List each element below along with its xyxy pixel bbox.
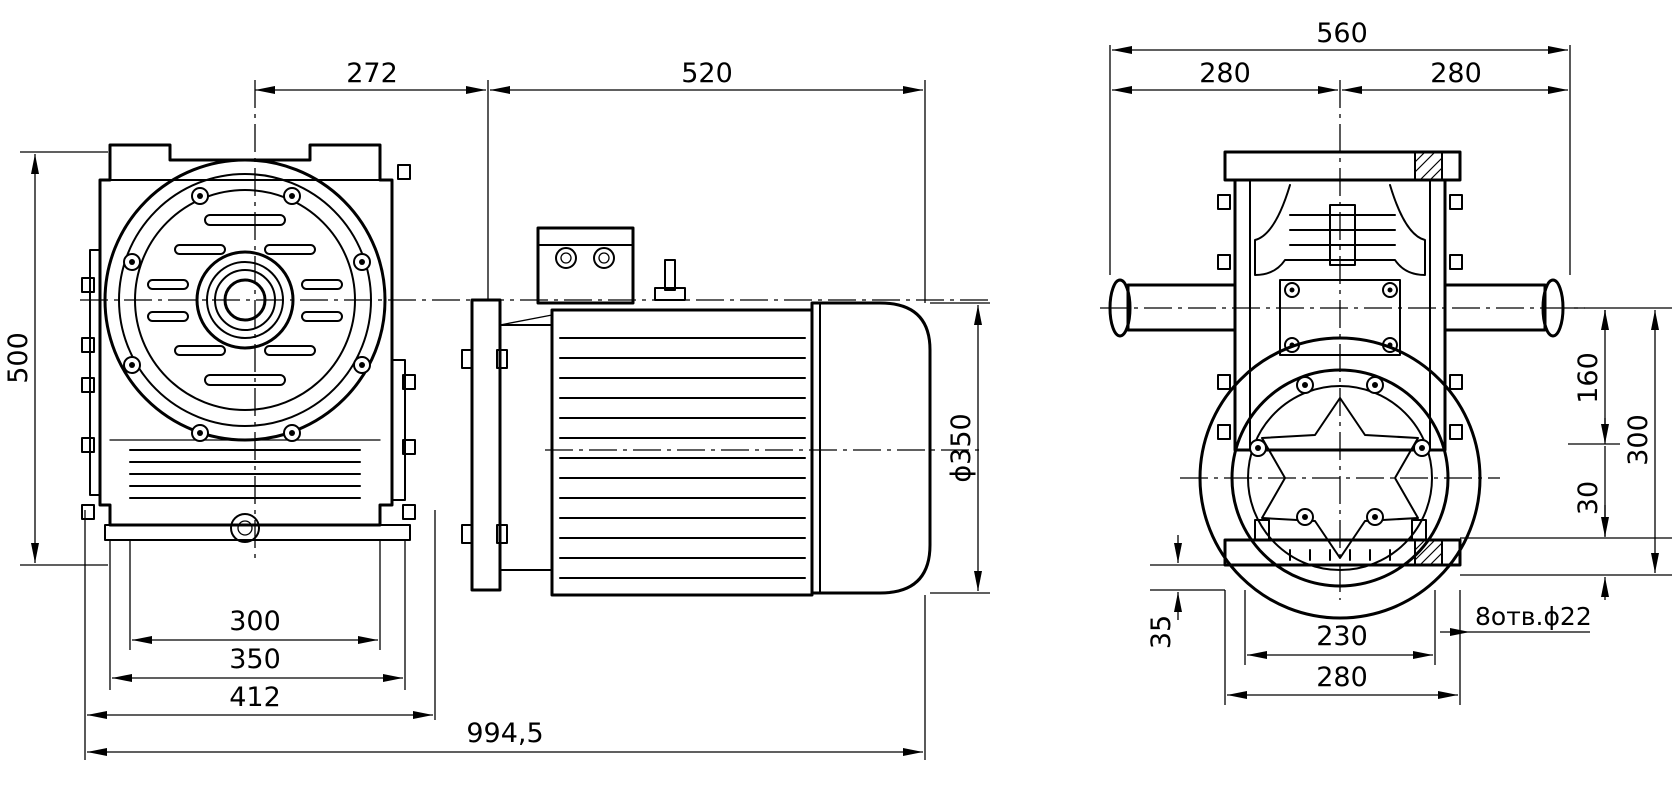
front-view: 272 520 500 ϕ350 300 350 412 994,5 [3,58,990,760]
dim-994-5-label: 994,5 [466,718,543,749]
dim-300-label: 300 [229,606,281,637]
terminal-box [536,226,686,305]
dim-350-diameter-label: ϕ350 [946,413,977,482]
cooling-fins [559,337,806,579]
dim-30-label: 30 [1573,481,1604,515]
motor-body [550,308,814,597]
holes-note-label: 8отв.ϕ22 [1475,602,1592,631]
electric-motor [461,226,932,597]
top-flange [1223,150,1462,182]
drain-plug [230,513,260,543]
dim-350-label: 350 [229,644,281,675]
dim-412-label: 412 [229,682,281,713]
dim-560-label: 560 [1316,18,1368,49]
dim-520-label: 520 [681,58,733,89]
dim-230-label: 230 [1316,621,1368,652]
dim-160-label: 160 [1573,352,1604,404]
dim-280-bottom-label: 280 [1316,662,1368,693]
cover-bolts [81,164,416,520]
housing-ribs [109,439,381,499]
dim-300-side-label: 300 [1623,414,1654,466]
gearbox-housing [89,143,411,543]
dim-35-label: 35 [1146,615,1177,649]
top-flange-hatch [1414,151,1443,181]
fan-cover [810,301,932,595]
dim-272-label: 272 [346,58,398,89]
side-view: 560 280 280 160 300 30 35 230 280 8отв.ϕ… [1100,18,1672,705]
side-base [1223,519,1462,567]
dim-280-left-label: 280 [1199,58,1251,89]
dim-280-right-label: 280 [1430,58,1482,89]
dim-500-label: 500 [3,332,34,384]
motor-flange [470,298,502,592]
